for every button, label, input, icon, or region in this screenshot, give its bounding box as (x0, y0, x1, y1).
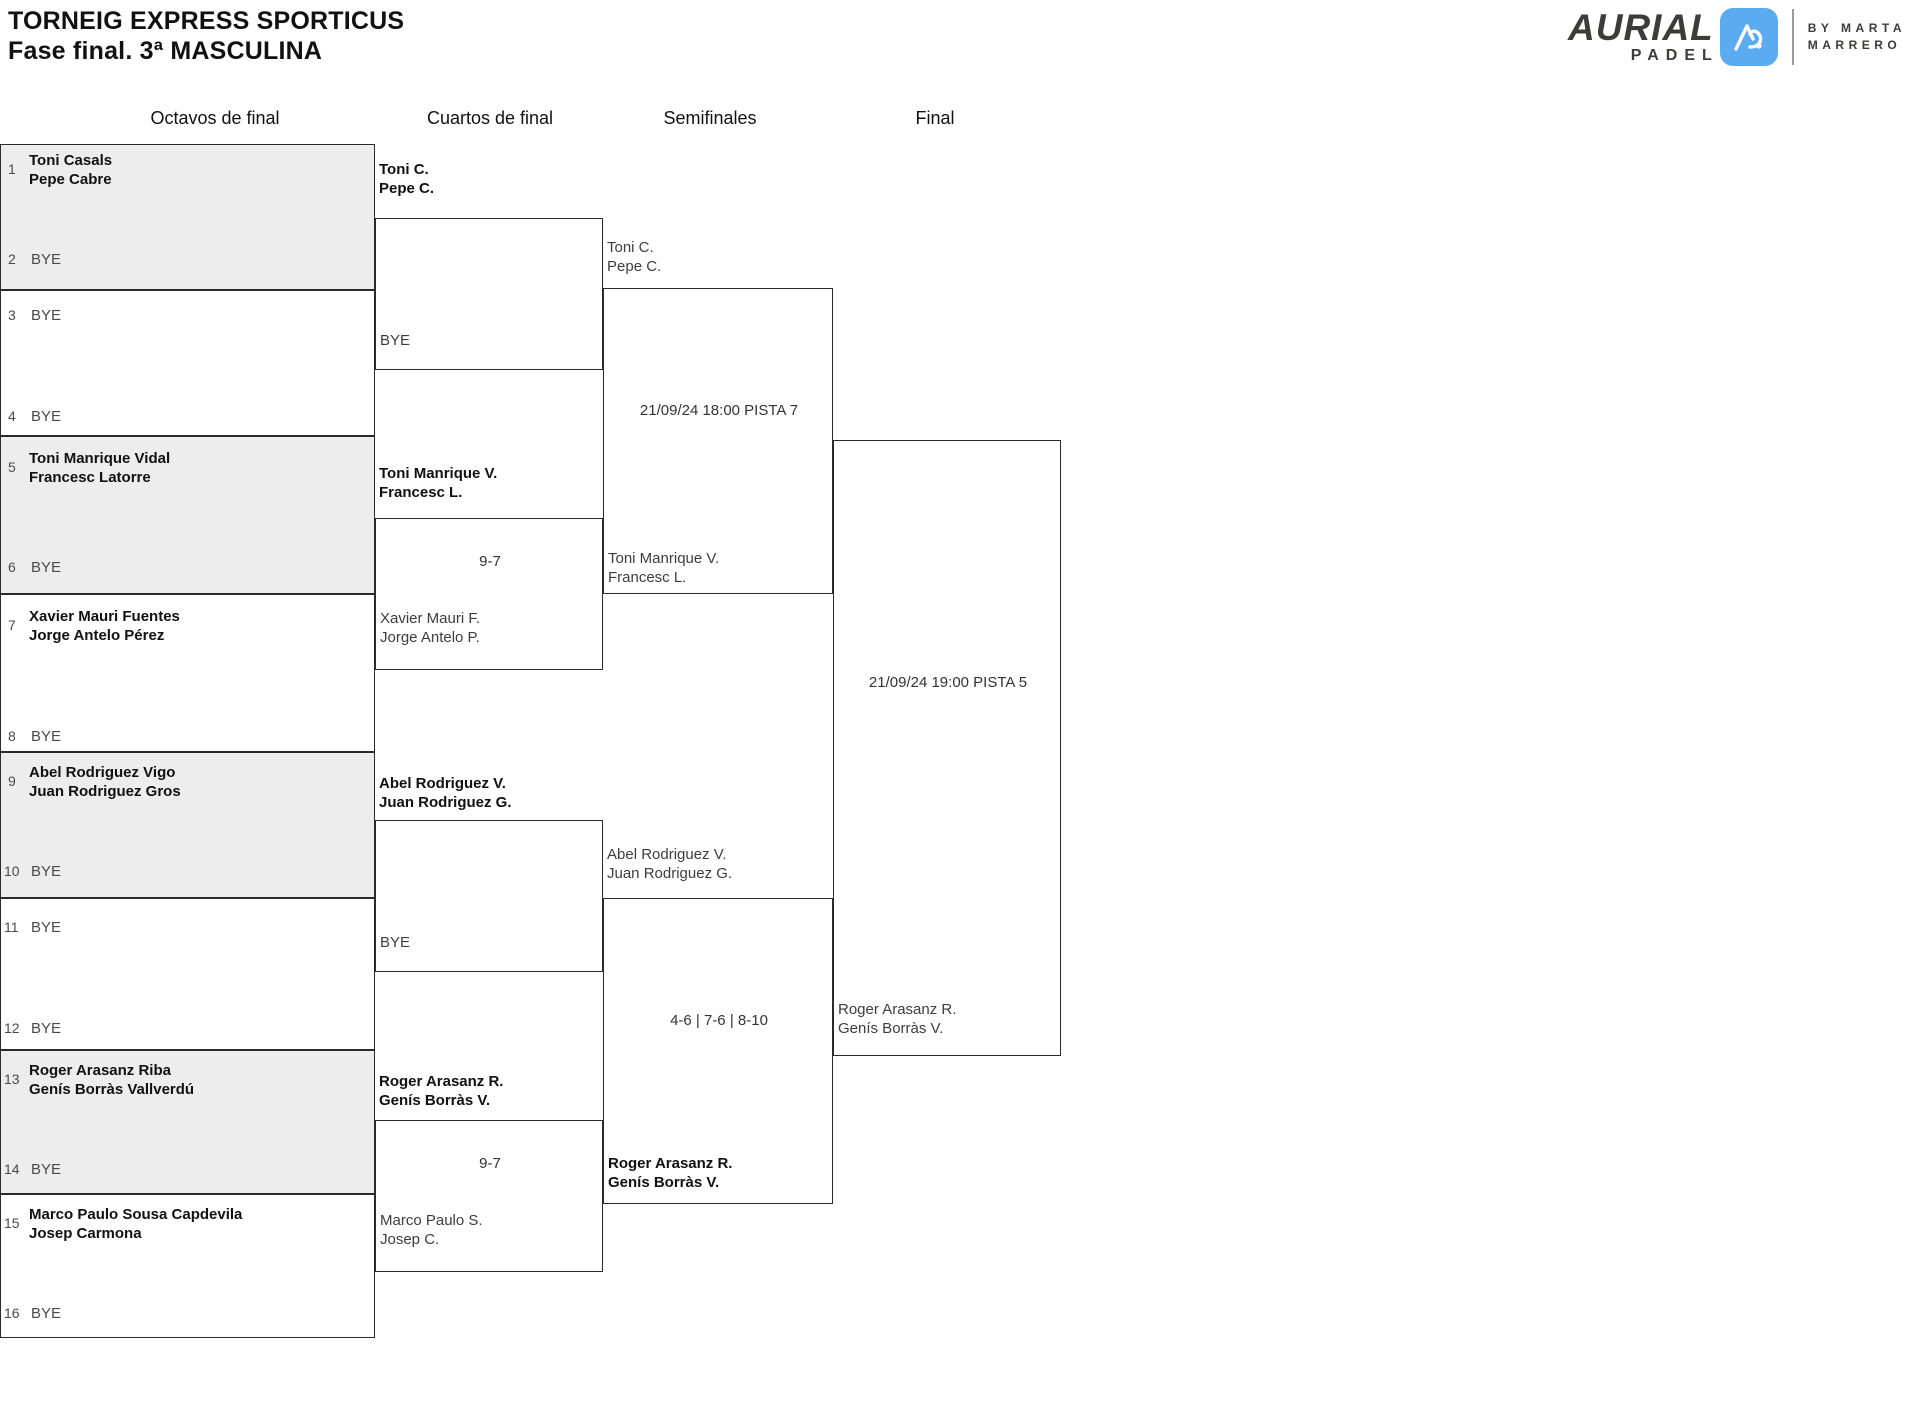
r2-match-1-bottom: BYE (380, 332, 411, 349)
r4-final-bottom-line1: Roger Arasanz R. (838, 1001, 957, 1018)
r1-match-6[interactable]: 11 BYE 12 BYE (0, 898, 375, 1050)
seed-name-15-line1: Marco Paulo Sousa Capdevila (29, 1206, 243, 1223)
r2-match-2-top-line1: Toni Manrique V. (379, 465, 498, 482)
r4-final-bottom-line2: Genís Borràs V. (838, 1020, 944, 1037)
r2-match-2-top-line2: Francesc L. (379, 484, 463, 501)
seed-name-3: BYE (31, 307, 62, 324)
seed-name-9-line1: Abel Rodriguez Vigo (29, 764, 176, 781)
r2-match-3-bottom: BYE (380, 934, 411, 951)
r2-match-3-top-line1: Abel Rodriguez V. (379, 775, 506, 792)
r4-final-match[interactable]: 21/09/24 19:00 PISTA 5 Roger Arasanz R. … (833, 440, 1061, 1056)
seed-name-9-line2: Juan Rodriguez Gros (29, 783, 181, 800)
logo-byline-2: MARRERO (1807, 38, 1902, 52)
r3-match-2[interactable]: 4-6 | 7-6 | 8-10 Roger Arasanz R. Genís … (603, 898, 833, 1204)
seed-number-7: 7 (8, 617, 16, 633)
r4-final-info: 21/09/24 19:00 PISTA 5 (868, 674, 1028, 691)
logo-brand-text: AURIAL (1568, 7, 1714, 48)
r1-match-3[interactable]: 5 Toni Manrique Vidal Francesc Latorre 6… (0, 436, 375, 594)
r2-match-4-top-line1: Roger Arasanz R. (379, 1073, 504, 1090)
seed-name-6: BYE (31, 559, 62, 576)
seed-name-5-line1: Toni Manrique Vidal (29, 450, 171, 467)
r3-match-1-bottom-line1: Toni Manrique V. (608, 550, 720, 567)
r3-match-2-bottom-line2: Genís Borràs V. (608, 1174, 720, 1191)
seed-name-7-line2: Jorge Antelo Pérez (29, 627, 165, 644)
seed-name-4: BYE (31, 408, 62, 425)
seed-number-12: 12 (4, 1020, 20, 1036)
seed-name-11: BYE (31, 919, 62, 936)
seed-name-10: BYE (31, 863, 62, 880)
seed-name-2: BYE (31, 251, 62, 268)
seed-number-16: 16 (4, 1305, 20, 1321)
r3-match-1-info: 21/09/24 18:00 PISTA 7 (639, 402, 799, 419)
r3-match-1-top-line1: Toni C. (607, 239, 654, 256)
tournament-name: TORNEIG EXPRESS SPORTICUS (8, 7, 405, 35)
r1-match-8[interactable]: 15 Marco Paulo Sousa Capdevila Josep Car… (0, 1194, 375, 1338)
logo-sub-text: PADEL (1630, 47, 1719, 64)
r2-match-1[interactable]: BYE (375, 218, 603, 370)
seed-name-1-line1: Toni Casals (29, 152, 113, 169)
seed-name-13-line1: Roger Arasanz Riba (29, 1062, 171, 1079)
r3-match-1-bottom-line2: Francesc L. (608, 569, 687, 586)
logo-byline-1: BY MARTA (1807, 21, 1906, 35)
seed-number-1: 1 (8, 161, 16, 177)
seed-name-12: BYE (31, 1020, 62, 1037)
r2-match-3-top-line2: Juan Rodriguez G. (379, 794, 512, 811)
aurial-monogram-icon (1719, 8, 1778, 66)
r3-match-2-bottom-line1: Roger Arasanz R. (608, 1155, 733, 1172)
r1-match-7[interactable]: 13 Roger Arasanz Riba Genís Borràs Vallv… (0, 1050, 375, 1194)
seed-number-11: 11 (4, 919, 19, 935)
tournament-phase: Fase final. 3ª MASCULINA (8, 37, 323, 65)
r2-match-4-top-line2: Genís Borràs V. (379, 1092, 491, 1109)
seed-number-4: 4 (8, 408, 16, 424)
seed-name-16: BYE (31, 1305, 62, 1322)
seed-name-8: BYE (31, 728, 62, 745)
seed-number-14: 14 (4, 1161, 20, 1177)
round-header-semifinales: Semifinales (663, 108, 757, 128)
logo-wordmark: AURIAL PADEL (1568, 9, 1714, 65)
seed-number-9: 9 (8, 773, 16, 789)
seed-name-13-line2: Genís Borràs Vallverdú (29, 1081, 195, 1098)
logo-byline: BY MARTA MARRERO (1808, 20, 1906, 54)
r2-match-2[interactable]: 9-7 Xavier Mauri F. Jorge Antelo P. (375, 518, 603, 670)
page-title: TORNEIG EXPRESS SPORTICUS Fase final. 3ª… (8, 6, 404, 66)
seed-number-15: 15 (4, 1215, 20, 1231)
r2-match-4-bottom-line2: Josep C. (380, 1231, 440, 1248)
seed-name-1-line2: Pepe Cabre (29, 171, 112, 188)
r2-match-1-top-line2: Pepe C. (379, 180, 435, 197)
round-header-octavos: Octavos de final (150, 108, 280, 128)
r3-match-2-info: 4-6 | 7-6 | 8-10 (670, 1012, 768, 1029)
logo-divider (1791, 9, 1794, 65)
seed-name-14: BYE (31, 1161, 62, 1178)
seed-name-15-line2: Josep Carmona (29, 1225, 142, 1242)
r3-match-2-top-line2: Juan Rodriguez G. (607, 865, 733, 882)
seed-number-5: 5 (8, 459, 16, 475)
round-header-final: Final (915, 108, 955, 128)
seed-number-3: 3 (8, 307, 16, 323)
r2-match-4-bottom-line1: Marco Paulo S. (380, 1212, 483, 1229)
r2-match-4[interactable]: 9-7 Marco Paulo S. Josep C. (375, 1120, 603, 1272)
round-header-cuartos: Cuartos de final (426, 108, 554, 128)
r2-match-2-score: 9-7 (479, 553, 501, 570)
r2-match-2-bottom-line1: Xavier Mauri F. (380, 610, 481, 627)
seed-number-13: 13 (4, 1071, 20, 1087)
r2-match-4-score: 9-7 (479, 1155, 501, 1172)
r3-match-1-top-line2: Pepe C. (607, 258, 662, 275)
r1-match-5[interactable]: 9 Abel Rodriguez Vigo Juan Rodriguez Gro… (0, 752, 375, 898)
r1-match-4[interactable]: 7 Xavier Mauri Fuentes Jorge Antelo Pére… (0, 594, 375, 752)
brand-logo: AURIAL PADEL BY MARTA MARRERO (1568, 6, 1906, 68)
r1-match-2[interactable]: 3 BYE 4 BYE (0, 290, 375, 436)
seed-number-10: 10 (4, 863, 20, 879)
r2-match-1-top-line1: Toni C. (379, 161, 429, 178)
r2-match-2-bottom-line2: Jorge Antelo P. (380, 629, 480, 646)
r1-match-1[interactable]: 1 Toni Casals Pepe Cabre 2 BYE (0, 144, 375, 290)
r2-match-3[interactable]: BYE (375, 820, 603, 972)
seed-name-7-line1: Xavier Mauri Fuentes (29, 608, 180, 625)
seed-number-6: 6 (8, 559, 16, 575)
seed-number-2: 2 (8, 251, 16, 267)
r3-match-1[interactable]: 21/09/24 18:00 PISTA 7 Toni Manrique V. … (603, 288, 833, 594)
seed-name-5-line2: Francesc Latorre (29, 469, 151, 486)
seed-number-8: 8 (8, 728, 16, 744)
r3-match-2-top-line1: Abel Rodriguez V. (607, 846, 727, 863)
